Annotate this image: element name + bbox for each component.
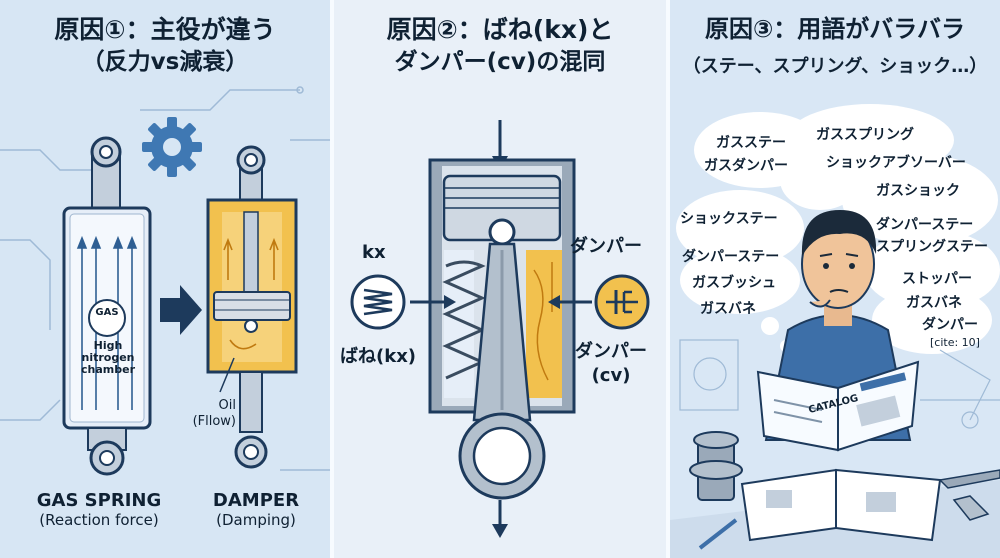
damper-caption: DAMPER (Damping) xyxy=(196,490,316,529)
term-item: ガスバネ xyxy=(700,301,756,317)
term-item: ガスショック xyxy=(876,183,960,199)
term-item: スプリングステー xyxy=(876,239,988,255)
down-arrow-bottom-icon xyxy=(492,500,508,538)
panel3-illustration xyxy=(670,104,1000,558)
panel-cause-3: 原因③：用語がバラバラ （ステー、スプリング、ショック…） xyxy=(670,0,1000,558)
gas-spring-caption-sub: (Reaction force) xyxy=(39,511,159,529)
oil-label-line1: Oil xyxy=(218,398,236,413)
right-pointer-arrow-icon xyxy=(548,295,592,309)
oil-label: Oil (Fllow) xyxy=(176,398,236,430)
term-item: ダンパーステー xyxy=(876,217,974,233)
spring-icon xyxy=(350,274,406,330)
damper-illustration xyxy=(206,145,298,469)
gear-part-icon xyxy=(689,431,743,501)
panel2-illustration xyxy=(350,120,650,538)
panel-divider-2 xyxy=(666,0,670,558)
cite-label: [cite: 10] xyxy=(930,336,980,349)
panel2-title-line1: 原因②：ばね(kx)と xyxy=(386,15,614,44)
panel-divider-1 xyxy=(330,0,334,558)
term-item: ダンパー xyxy=(922,317,978,333)
damper-icon xyxy=(594,274,650,330)
catalog-book xyxy=(756,360,920,452)
gear-icon xyxy=(142,117,202,177)
term-item: ダンパーステー xyxy=(682,249,780,265)
panel1-illustration xyxy=(0,86,330,476)
gas-spring-illustration xyxy=(62,136,152,476)
panel-cause-1: 原因①：主役が違う （反力vs減衰） xyxy=(0,0,330,558)
kx-label: kx xyxy=(362,242,386,263)
term-item: ショックステー xyxy=(680,211,778,227)
damper-top-label: ダンパー xyxy=(570,236,642,257)
term-item: ガスダンパー xyxy=(704,158,788,174)
gas-spring-caption: GAS SPRING (Reaction force) xyxy=(14,490,184,529)
term-item: ガススプリング xyxy=(816,127,914,143)
spring-kx-label: ばね(kx) xyxy=(340,346,417,367)
desk-book xyxy=(670,468,1000,558)
damper-cv-label: ダンパー (cv) xyxy=(564,340,658,388)
term-item: ショックアブソーバー xyxy=(826,155,966,171)
thought-cloud xyxy=(676,104,1000,354)
coil-spring xyxy=(442,260,486,380)
term-item: ガスステー xyxy=(716,135,786,151)
gas-spring-caption-title: GAS SPRING xyxy=(36,490,162,511)
panel1-title-line1: 原因①：主役が違う xyxy=(54,15,276,44)
term-item: ガスブッシュ xyxy=(692,275,776,291)
blueprint-lines xyxy=(679,339,1000,429)
caliper-icon xyxy=(938,469,1000,521)
panel3-title-line1: 原因③：用語がバラバラ xyxy=(704,15,966,43)
damper-cv-label-line2: (cv) xyxy=(591,365,631,386)
panel2-title-line2: ダンパー(cv)の混同 xyxy=(394,49,606,75)
term-cloud: ガスステー ガスダンパー ガススプリング ショックアブソーバー ガスショック シ… xyxy=(670,0,1000,558)
right-arrow-icon xyxy=(160,285,202,335)
damper-cv-label-line1: ダンパー xyxy=(575,341,647,362)
chamber-label: High nitrogen chamber xyxy=(72,340,144,376)
term-item: ガスバネ xyxy=(906,295,962,311)
oil-label-line2: (Fllow) xyxy=(192,414,236,429)
pencil-icon xyxy=(698,518,738,550)
chamber-label-line1: High xyxy=(93,339,123,352)
damper-caption-sub: (Damping) xyxy=(216,511,296,529)
left-pointer-arrow-icon xyxy=(410,295,456,309)
cylinder-illustration xyxy=(428,158,576,500)
chamber-label-line3: chamber xyxy=(81,363,135,376)
panel3-title-line2: （ステー、スプリング、ショック…） xyxy=(682,56,988,77)
term-item: ストッパー xyxy=(902,271,972,287)
chamber-label-line2: nitrogen xyxy=(81,351,135,364)
panel-cause-2: 原因②：ばね(kx)と ダンパー(cv)の混同 xyxy=(334,0,666,558)
gas-label: GAS xyxy=(95,307,119,318)
panel1-title-line2: （反力vs減衰） xyxy=(81,49,249,75)
damper-caption-title: DAMPER xyxy=(212,490,300,511)
